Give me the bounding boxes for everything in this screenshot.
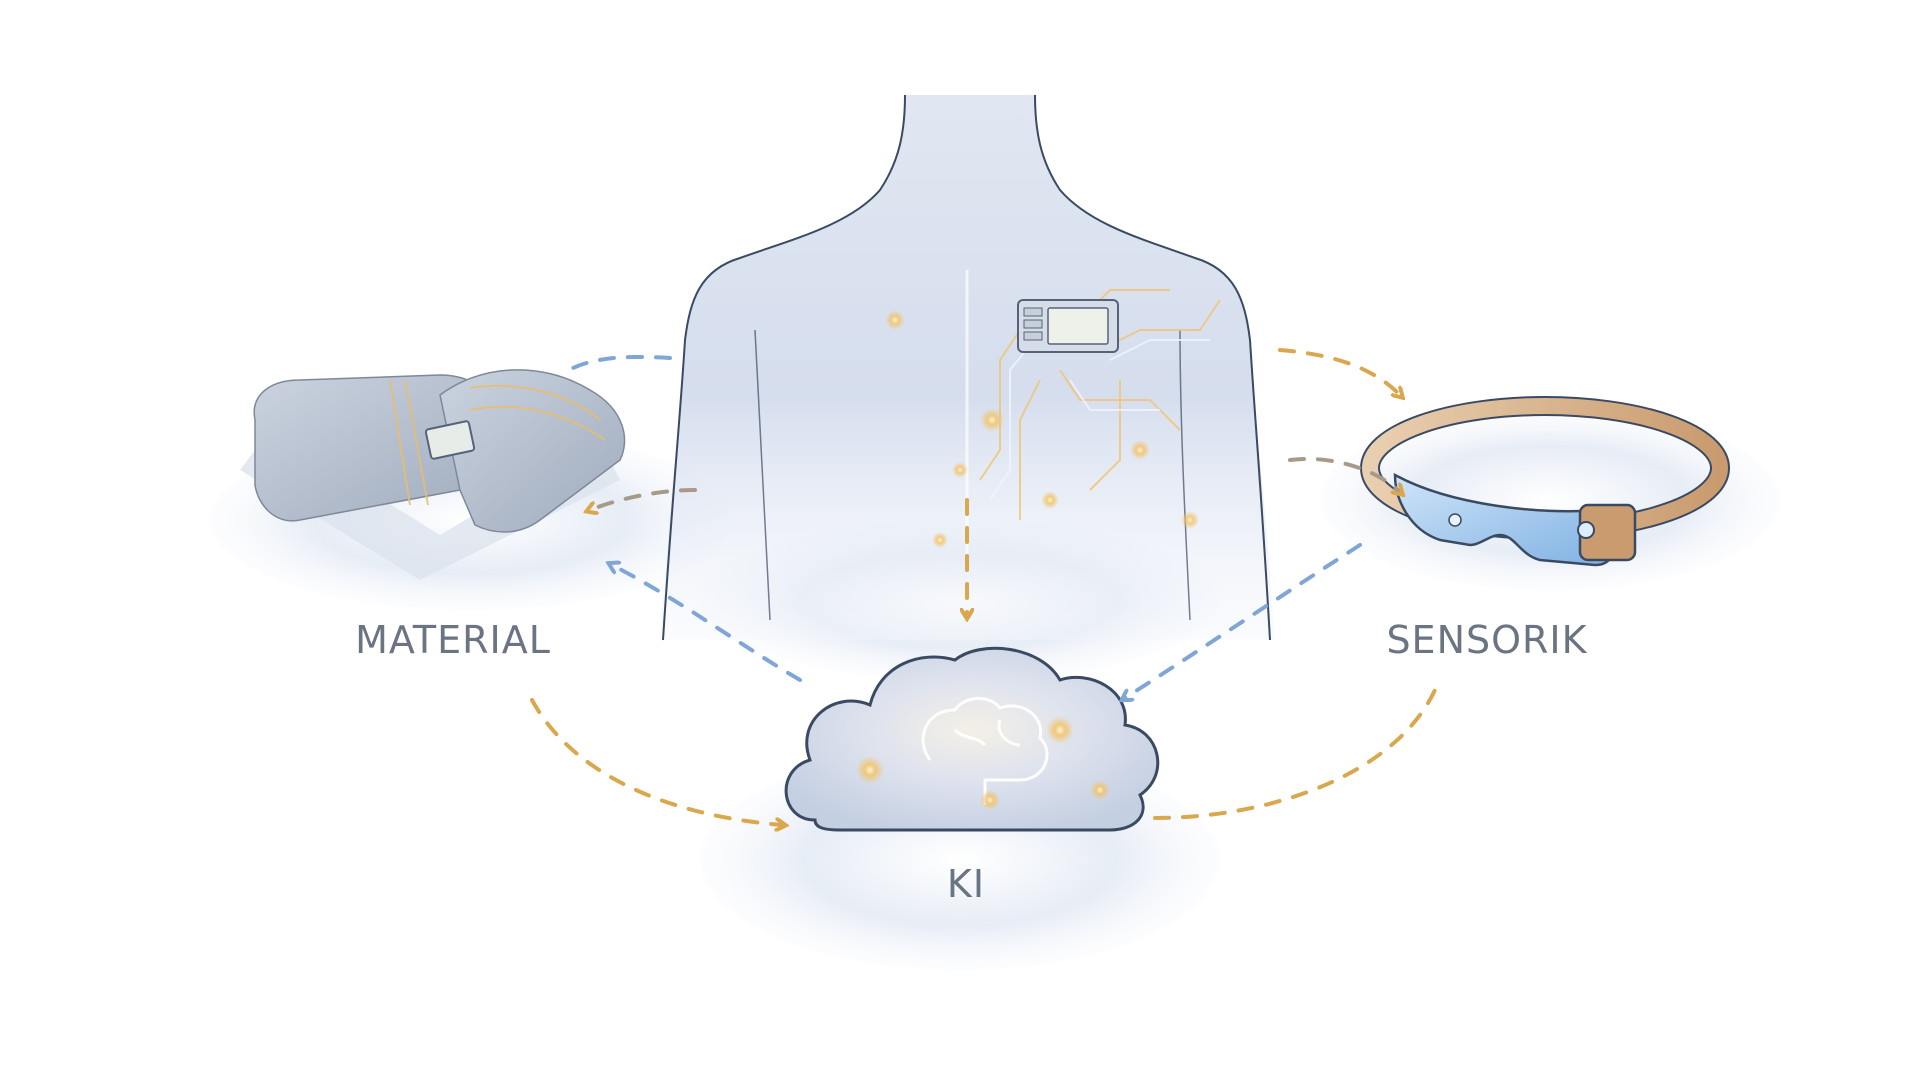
arrow-body-to-material-2 xyxy=(590,488,697,510)
label-ki: KI xyxy=(946,862,986,906)
connector-arrows xyxy=(530,348,1437,825)
label-material: MATERIAL xyxy=(355,618,551,662)
sparkle-dots xyxy=(885,310,1199,548)
label-sensorik: SENSORIK xyxy=(1386,618,1588,662)
human-torso-illustration xyxy=(660,94,1275,641)
arrow-body-to-sensorik xyxy=(1278,348,1400,395)
ki-cloud-illustration xyxy=(784,646,1160,832)
arrow-sensorik-to-ki xyxy=(1125,543,1362,698)
arrow-body-to-material xyxy=(563,354,672,374)
arrow-body-to-sensorik-2 xyxy=(1288,456,1400,492)
textile-chip-icon xyxy=(424,420,476,460)
arrow-material-to-ki xyxy=(530,698,782,825)
chest-sensor-module-icon xyxy=(1017,299,1119,353)
brain-icon xyxy=(921,697,1049,805)
arrow-ki-to-sensorik xyxy=(1153,688,1437,820)
smart-textile-illustration xyxy=(240,369,626,580)
sensor-headband-illustration xyxy=(1360,396,1730,567)
